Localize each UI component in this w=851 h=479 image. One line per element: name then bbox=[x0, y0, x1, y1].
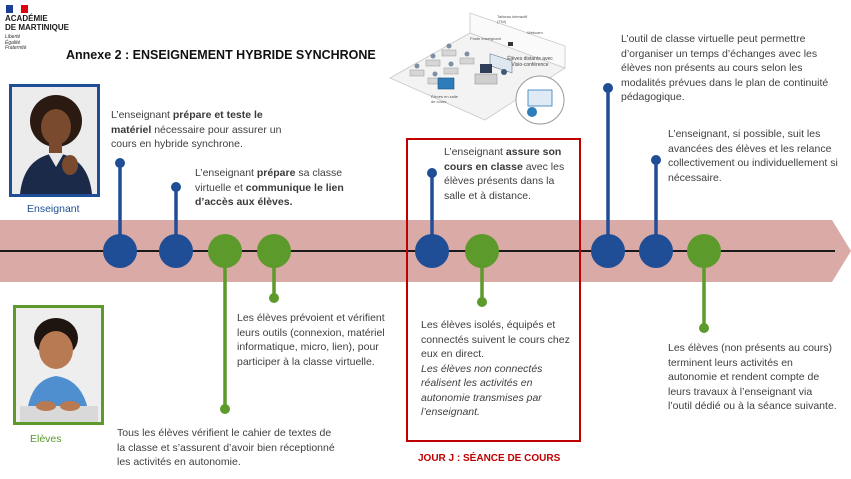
node-teacher-2 bbox=[159, 234, 193, 268]
teacher-figure bbox=[501, 69, 507, 75]
interactive-board bbox=[489, 53, 513, 74]
teacher-step-5-text: L’enseignant, si possible, suit les avan… bbox=[668, 128, 838, 184]
academie-line-1: ACADÉMIE bbox=[5, 14, 48, 23]
student-step-3-text: Les élèves isolés, équipés et connectés … bbox=[421, 319, 570, 418]
teacher-station-caption: Poste enseignant bbox=[470, 36, 501, 41]
hybrid-classroom-illustration bbox=[389, 12, 566, 125]
stem-end-teacher-5 bbox=[651, 155, 661, 165]
student-photo bbox=[13, 305, 104, 425]
devise-egalite: Égalité bbox=[5, 39, 21, 46]
student-portrait-image bbox=[16, 308, 101, 422]
teacher-photo bbox=[9, 84, 100, 197]
remote-student-screen bbox=[527, 89, 553, 107]
present-students-caption: Élèves en salle de cours bbox=[431, 94, 458, 104]
marianne-flag-icon bbox=[6, 5, 28, 13]
devise: Liberté Égalité Fraternité bbox=[5, 34, 27, 52]
stem-end-student-4 bbox=[699, 323, 709, 333]
student-step-1-text: Tous les élèves vérifient le cahier de t… bbox=[117, 427, 335, 468]
academie-line-2: DE MARTINIQUE bbox=[5, 22, 69, 32]
board-caption: Tableau interactif (TNI) bbox=[497, 14, 528, 24]
day-j-label: JOUR J : SÉANCE DE COURS bbox=[418, 453, 561, 464]
remote-student-figure bbox=[527, 107, 537, 117]
stem-end-teacher-2 bbox=[171, 182, 181, 192]
node-student-1 bbox=[208, 234, 242, 268]
classroom-wall bbox=[469, 12, 566, 69]
stem-end-student-1 bbox=[220, 404, 230, 414]
student-step-4-text: Les élèves (non présents au cours) termi… bbox=[668, 342, 837, 412]
teacher-portrait-image bbox=[12, 87, 97, 194]
node-teacher-5 bbox=[639, 234, 673, 268]
node-student-2 bbox=[257, 234, 291, 268]
students-role-label: Elèves bbox=[30, 433, 62, 445]
day-j-frame bbox=[406, 138, 581, 442]
node-teacher-1 bbox=[103, 234, 137, 268]
teacher-monitor bbox=[480, 64, 492, 73]
teacher-step-4-text: L’outil de classe virtuelle peut permett… bbox=[621, 33, 829, 103]
laptop-remote bbox=[437, 77, 455, 90]
node-student-3 bbox=[465, 234, 499, 268]
page-title: Annexe 2 : ENSEIGNEMENT HYBRIDE SYNCHRON… bbox=[66, 48, 376, 62]
student-step-2-text: Les élèves prévoient et vérifient leurs … bbox=[237, 312, 385, 368]
stem-end-student-3 bbox=[477, 297, 487, 307]
students-figures bbox=[414, 43, 470, 77]
stem-end-teacher-1 bbox=[115, 158, 125, 168]
webcam-caption: Webcam bbox=[527, 30, 543, 35]
devise-liberte: Liberté bbox=[5, 34, 21, 40]
teacher-step-2-text: L’enseignant prépare sa classe virtuelle… bbox=[195, 167, 344, 208]
teacher-role-label: Enseignant bbox=[27, 203, 80, 215]
academie-logo-text: ACADÉMIE DE MARTINIQUE bbox=[5, 14, 69, 32]
teacher-desk bbox=[474, 73, 498, 85]
webcam bbox=[508, 42, 513, 46]
stem-end-teacher-3 bbox=[427, 168, 437, 178]
teacher-step-1-text: L’enseignant prépare et teste le matérie… bbox=[111, 109, 282, 150]
remote-students-caption: Élèves distants avec Visio-conférence bbox=[507, 56, 553, 68]
node-student-4 bbox=[687, 234, 721, 268]
teacher-step-3-text: L’enseignant assure son cours en classe … bbox=[444, 146, 565, 202]
stem-end-teacher-4 bbox=[603, 83, 613, 93]
node-teacher-3 bbox=[415, 234, 449, 268]
devise-fraternite: Fraternité bbox=[5, 45, 27, 51]
node-teacher-4 bbox=[591, 234, 625, 268]
stem-end-student-2 bbox=[269, 293, 279, 303]
